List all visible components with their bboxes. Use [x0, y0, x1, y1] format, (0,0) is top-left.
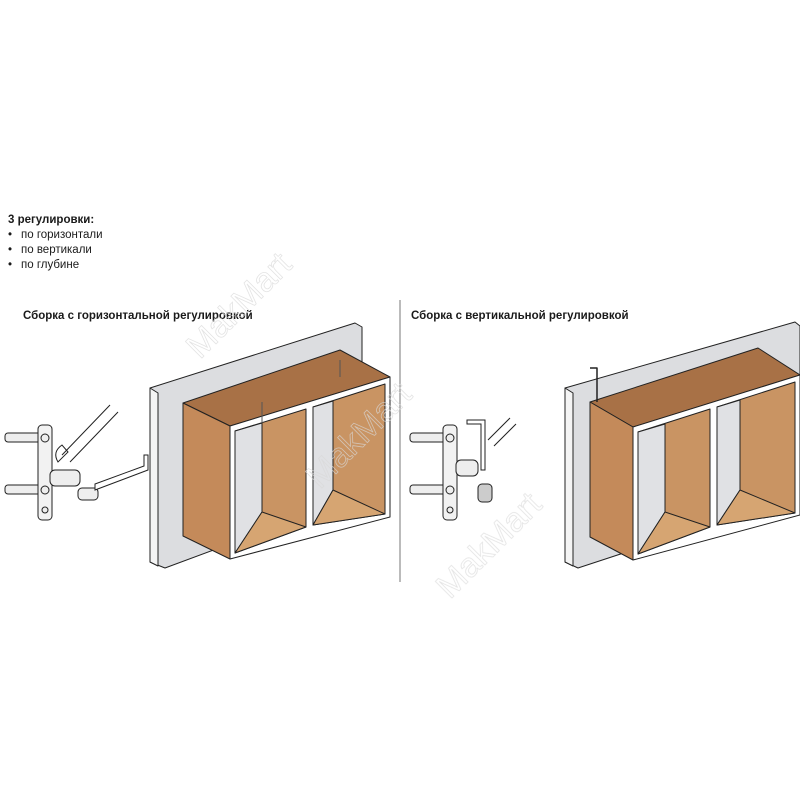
wall-dowel	[409, 432, 449, 443]
wall-dowel	[4, 484, 44, 495]
adjustment-item: по глубине	[8, 258, 103, 273]
hex-key-icon	[466, 419, 486, 471]
wrench-icon	[487, 417, 517, 447]
adjustment-item: по горизонтали	[8, 228, 103, 243]
caption-vertical: Сборка с вертикальной регулировкой	[411, 310, 629, 322]
adjuster-body	[455, 459, 479, 477]
hex-key-icon	[94, 454, 149, 491]
adjustments-list: 3 регулировки: по горизонтали по вертика…	[8, 213, 103, 273]
wall-dowel	[409, 484, 449, 495]
cabinet-side	[182, 402, 231, 560]
wall-dowel	[4, 432, 44, 443]
adjuster-body	[49, 469, 81, 487]
hex-key-icon	[590, 367, 598, 402]
adjustments-heading: 3 регулировки:	[8, 214, 95, 226]
cabinet-side	[589, 401, 634, 561]
hanger-hardware-horizontal	[4, 404, 149, 521]
cabinet-vertical	[564, 321, 800, 569]
wrench-icon	[55, 404, 119, 463]
adjustment-item: по вертикали	[8, 243, 103, 258]
caption-horizontal: Сборка с горизонтальной регулировкой	[23, 310, 253, 322]
hanger-hardware-vertical	[409, 417, 517, 521]
cabinet-horizontal	[149, 322, 391, 569]
